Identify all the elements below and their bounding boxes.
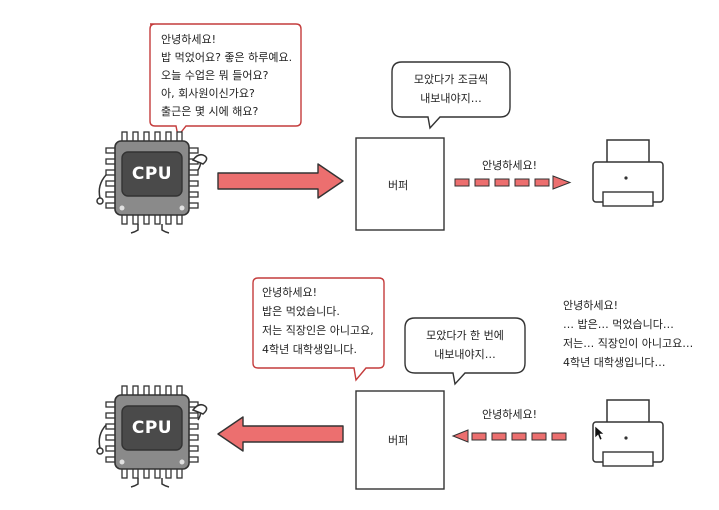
mouse-cursor-icon [594,425,605,441]
buffer-speech-line: 내보내야지… [420,92,482,105]
arrow-cpu-to-buffer [217,163,344,199]
buffer-speech-bubble-bottom [404,317,526,386]
printer-text-line: 저는… 직장인이 아니고요… [563,337,694,350]
buffer-label-top: 버퍼 [388,179,409,192]
cpu-speech-line: 밥 먹었어요? 좋은 하루예요. [161,51,293,64]
cpu-speech-line: 오늘 수업은 뭐 들어요? [161,69,269,82]
cpu-limbs-bottom [96,403,208,488]
printer-text-line: 4학년 대학생입니다… [563,356,666,369]
dashed-arrow-buffer-to-printer [454,175,572,190]
arrow-label-top: 안녕하세요! [482,159,538,172]
printer-text-line: 안녕하세요! [563,299,619,312]
buffer-speech-line: 모았다가 조금씩 [413,73,489,86]
buffer-box-bottom [355,390,445,490]
cpu-limbs-top [96,153,208,234]
cpu-label-top: CPU [131,164,173,184]
cpu-speech-line: 안녕하세요! [262,286,318,299]
buffer-label-bottom: 버퍼 [388,434,409,447]
printer-bottom [592,399,664,467]
printer-top [592,139,664,207]
arrow-label-bottom: 안녕하세요! [482,408,538,421]
cpu-speech-line: 밥은 먹었습니다. [262,305,340,318]
cpu-speech-line: 아, 회사원이신가요? [161,87,255,100]
buffer-speech-line: 모았다가 한 번에 [426,329,504,342]
printer-text-line: … 밥은… 먹었습니다… [563,318,674,331]
cpu-speech-line: 안녕하세요! [161,33,217,46]
buffer-box-top [355,137,445,231]
cpu-label-bottom: CPU [131,418,173,438]
cpu-speech-line: 출근은 몇 시에 해요? [161,105,259,118]
buffer-speech-bubble-top [391,61,511,130]
arrow-buffer-to-cpu [217,416,344,452]
cpu-speech-line: 저는 직장인은 아니고요, [262,324,374,337]
cpu-speech-bubble-bottom [252,277,385,382]
buffer-speech-line: 내보내야지… [434,348,496,361]
dashed-arrow-printer-to-buffer [451,429,567,443]
cpu-speech-line: 4학년 대학생입니다. [262,343,357,356]
